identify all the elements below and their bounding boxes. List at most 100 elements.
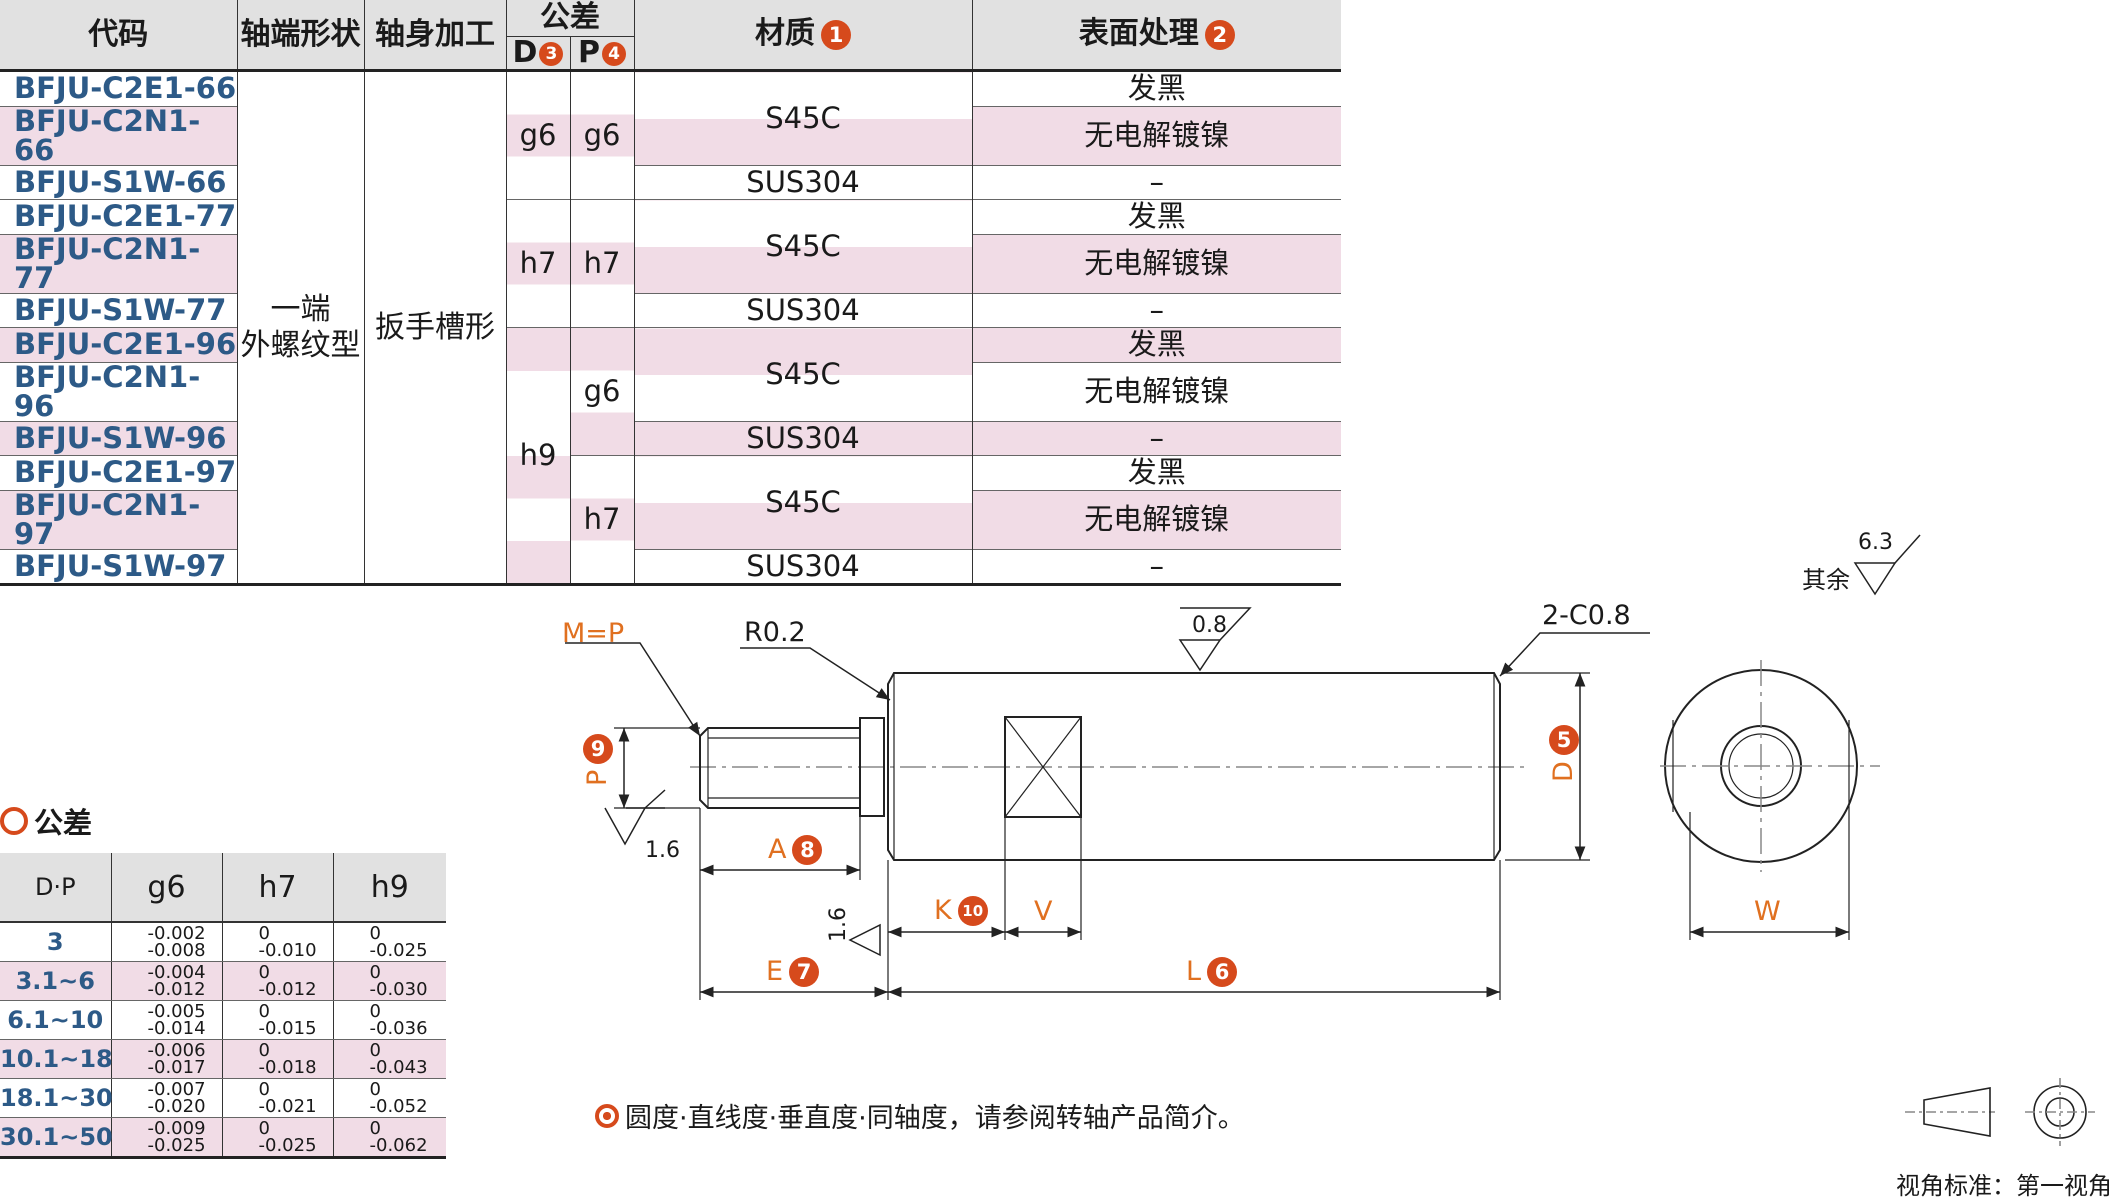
tol-header-dp: D·P: [0, 853, 111, 923]
code-cell: BFJU-C2N1-66: [0, 106, 238, 165]
wrench-flat: [1004, 716, 1082, 818]
tol-value-cell-g6: -0.006-0.017: [110, 1039, 222, 1079]
code-cell: BFJU-C2E1-77: [0, 199, 238, 234]
tol-value: 0: [369, 1001, 381, 1022]
marker-2: 2: [1204, 19, 1235, 50]
ring-icon: [0, 807, 28, 835]
label-c08: 2-C0.8: [1542, 600, 1631, 631]
tol-value: -0.025: [147, 1135, 206, 1156]
material-cell: SUS304: [633, 421, 973, 456]
surface-cell: –: [971, 421, 1341, 456]
table-row: BFJU-C2E1-77 h7 h7 S45C 发黑: [0, 199, 1341, 328]
surface-cell: –: [971, 293, 1341, 328]
tol-value: -0.043: [369, 1057, 428, 1078]
tol-value: -0.007: [147, 1079, 206, 1100]
tol-value: -0.021: [258, 1096, 317, 1117]
tol-range-cell: 30.1~50: [0, 1117, 113, 1159]
tol-value-cell-g6: -0.002-0.008: [110, 922, 222, 962]
body-process-cell: 扳手槽形: [363, 70, 507, 585]
material-cell: SUS304: [633, 165, 973, 200]
label-rough-63: 6.3: [1858, 530, 1893, 555]
tol-value: 0: [369, 1040, 381, 1061]
tol-value: 0: [258, 1001, 270, 1022]
label-w: W: [1754, 896, 1781, 927]
marker-5: 5: [1548, 725, 1579, 756]
table-row: BFJU-S1W-77 SUS304 –: [0, 293, 1341, 328]
first-angle-projection-icon: [1905, 1078, 2095, 1146]
label-v: V: [1034, 896, 1053, 927]
tol-value-cell-h9: 0-0.043: [332, 1039, 446, 1079]
marker-7: 7: [789, 956, 820, 987]
code-cell: BFJU-S1W-96: [0, 421, 238, 456]
tol-range-cell: 3: [0, 922, 111, 962]
tol-d-cell: g6: [505, 70, 571, 200]
tol-value: -0.030: [369, 979, 428, 1000]
label-rough-08: 0.8: [1192, 613, 1227, 638]
tol-value: -0.015: [258, 1018, 317, 1039]
code-cell: BFJU-C2E1-96: [0, 327, 238, 362]
label-r02: R0.2: [744, 617, 806, 648]
tol-value: -0.062: [369, 1135, 428, 1156]
tol-value: -0.025: [258, 1135, 317, 1156]
code-cell: BFJU-S1W-66: [0, 165, 238, 200]
tol-value: -0.009: [147, 1118, 206, 1139]
tol-value-cell-h7: 0-0.018: [221, 1039, 333, 1079]
target-icon: [595, 1103, 619, 1128]
material-cell: SUS304: [633, 293, 973, 328]
tol-value: 0: [369, 962, 381, 983]
tol-value: -0.008: [147, 940, 206, 961]
marker-9: 9: [582, 733, 613, 764]
surface-cell: 无电解镀镍: [971, 362, 1341, 421]
table-row: BFJU-C2E1-97 h7 S45C 发黑: [0, 455, 1341, 585]
material-cell: S45C: [633, 70, 973, 165]
surface-cell: 发黑: [971, 455, 1341, 490]
tol-value: -0.017: [147, 1057, 206, 1078]
material-cell: SUS304: [633, 549, 973, 585]
header-end-shape: 轴端形状: [236, 0, 365, 71]
code-cell: BFJU-C2E1-66: [0, 70, 238, 106]
table-row: BFJU-C2N1-97 无电解镀镍: [0, 490, 1341, 549]
surface-cell: 发黑: [971, 199, 1341, 234]
tol-value: 0: [369, 923, 381, 944]
tol-value: 0: [258, 923, 270, 944]
header-tolerance: 公差: [505, 0, 635, 37]
tol-value-cell-h9: 0-0.030: [332, 961, 446, 1001]
marker-1: 1: [821, 19, 851, 50]
marker-6: 6: [1207, 956, 1238, 987]
tol-value-cell-h9: 0-0.052: [332, 1078, 446, 1118]
table-row: BFJU-C2E1-96 h9 g6 S45C 发黑: [0, 327, 1341, 585]
tol-value: -0.036: [369, 1018, 428, 1039]
tol-value: -0.014: [147, 1018, 206, 1039]
tol-value-cell-h7: 0-0.015: [221, 1000, 333, 1040]
tol-value-cell-g6: -0.007-0.020: [110, 1078, 222, 1118]
tol-value: -0.006: [147, 1040, 206, 1061]
tol-value: 0: [369, 1079, 381, 1100]
label-m-eq-p: M=P: [562, 618, 625, 649]
label-rough-16-a: 1.6: [645, 838, 680, 863]
tol-d-cell: h7: [505, 199, 571, 328]
tol-value-cell-g6: -0.009-0.025: [110, 1117, 222, 1159]
surface-cell: 无电解镀镍: [971, 106, 1341, 165]
tol-d-cell: h9: [505, 327, 571, 585]
surface-cell: 无电解镀镍: [971, 490, 1341, 549]
tol-value: -0.002: [147, 923, 206, 944]
tol-value-cell-g6: -0.004-0.012: [110, 961, 222, 1001]
surface-cell: –: [971, 549, 1341, 585]
tolerance-title: 公差: [0, 803, 92, 840]
tol-range-cell: 6.1~10: [0, 1000, 111, 1040]
tol-value-cell-h9: 0-0.025: [332, 922, 446, 962]
tol-header-g6: g6: [110, 853, 222, 923]
tol-value: -0.004: [147, 962, 206, 983]
table-row: BFJU-S1W-97 SUS304 –: [0, 549, 1341, 585]
tol-value-cell-h7: 0-0.025: [221, 1117, 333, 1159]
material-cell: S45C: [633, 327, 973, 421]
